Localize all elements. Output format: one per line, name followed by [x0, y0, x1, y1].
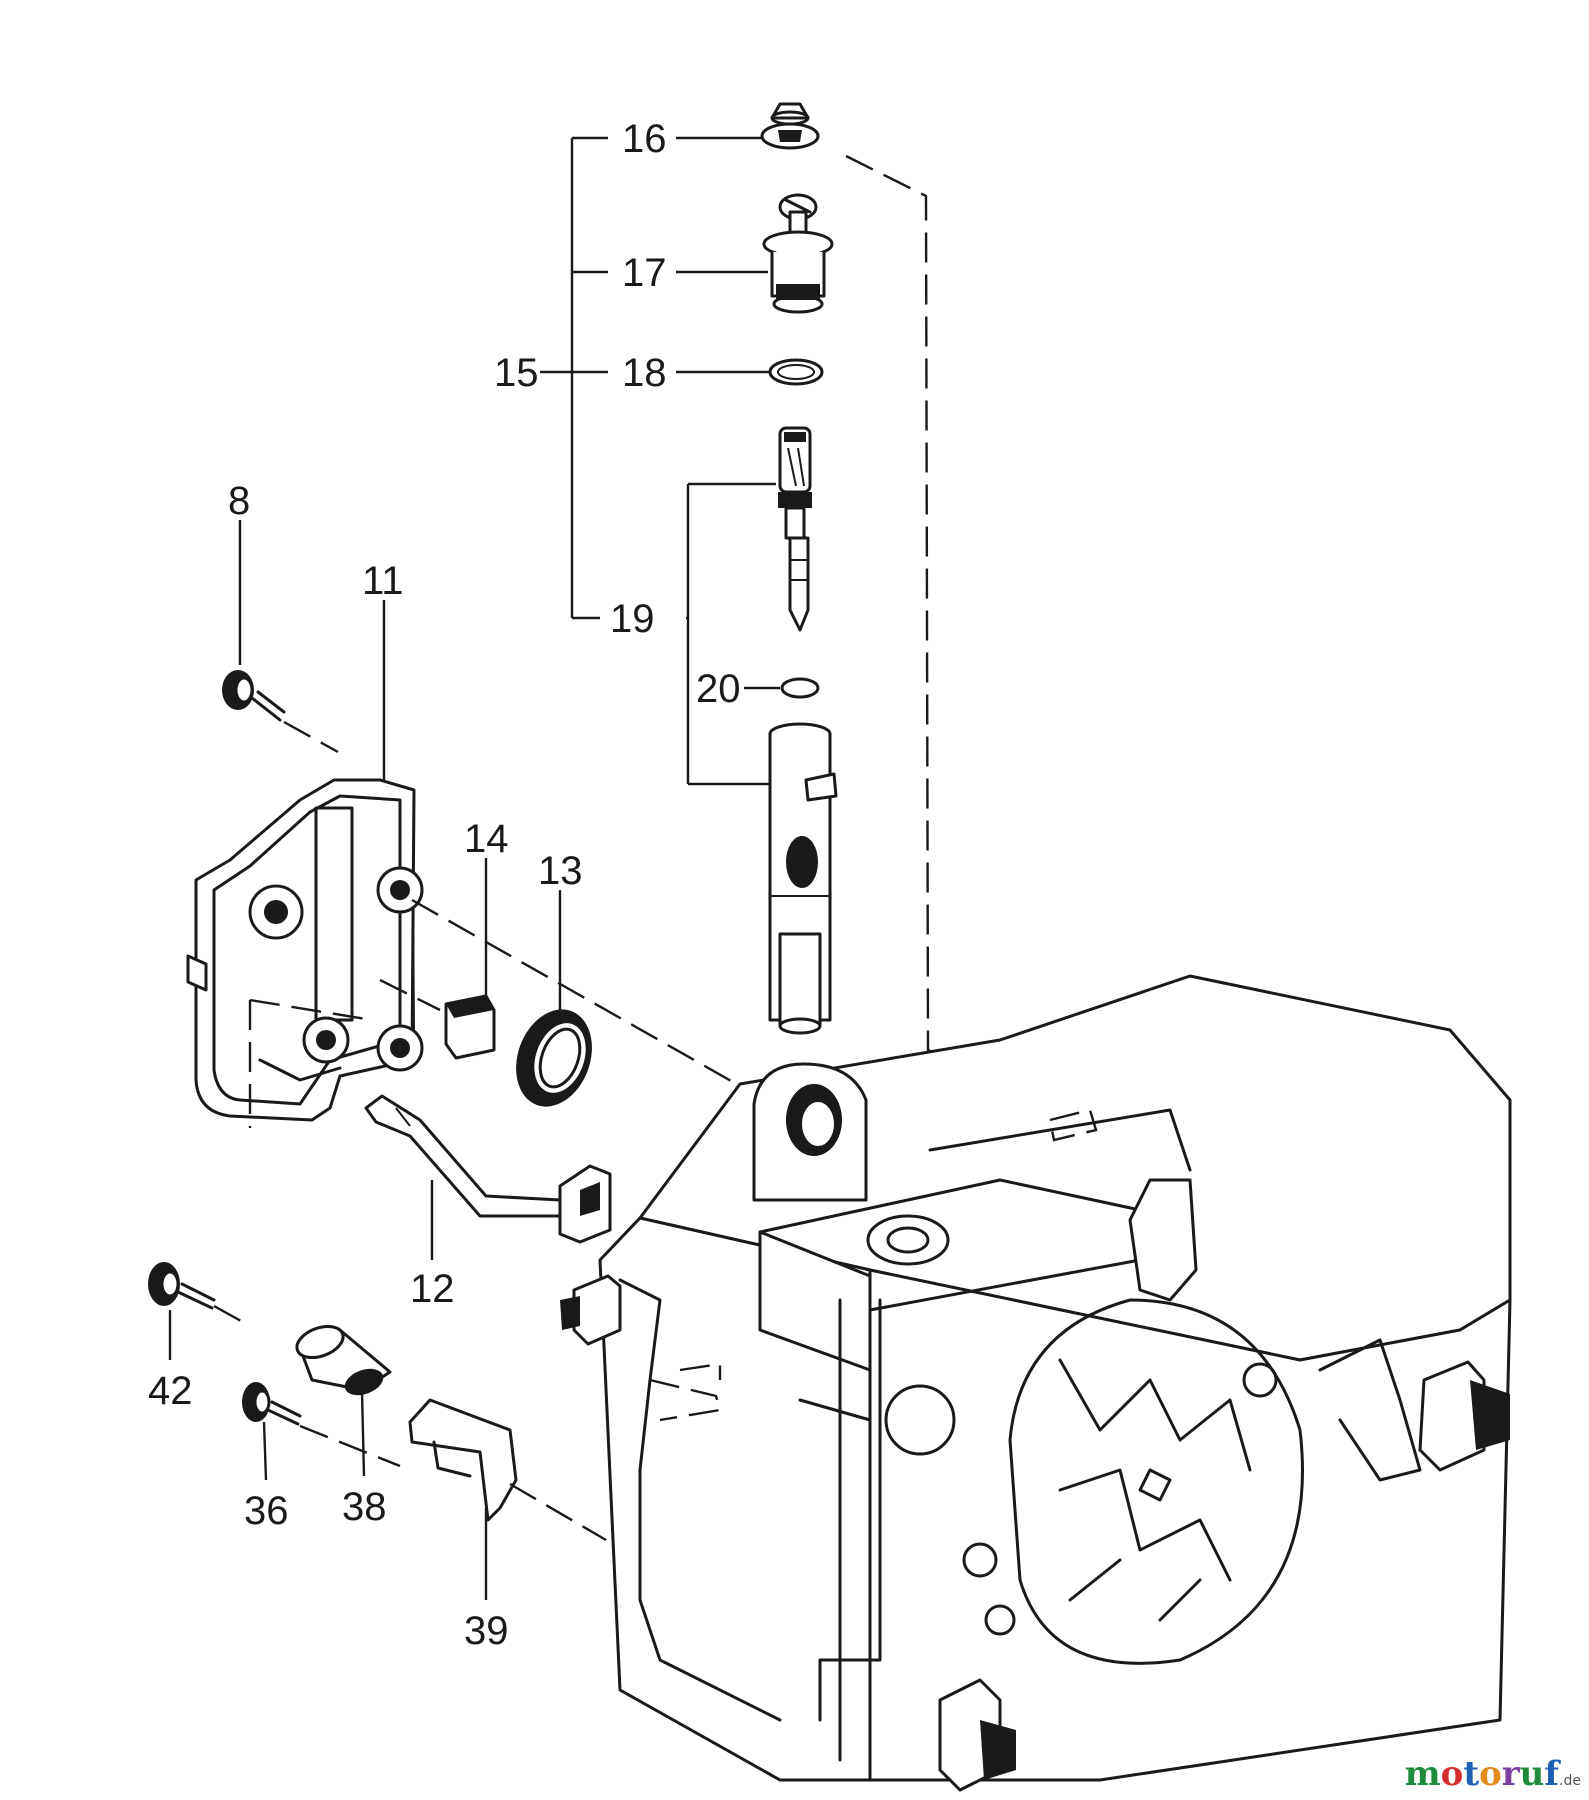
label-36: 36 [244, 1489, 289, 1533]
part-38-sleeve [295, 1324, 392, 1477]
part-20-small-o-ring [744, 677, 820, 699]
wm-de: .de [1559, 1773, 1581, 1789]
label-42: 42 [148, 1369, 193, 1413]
part-8-bolt [222, 520, 339, 754]
part-42-bolt [148, 1262, 251, 1360]
label-15: 15 [494, 351, 539, 395]
motoruf-watermark-logo: motoruf.de [1405, 1754, 1581, 1794]
part-labels: 16 17 15 18 19 20 8 11 14 13 12 42 36 38… [148, 117, 741, 1653]
gear-case-housing [560, 154, 1512, 1792]
part-13-seal [516, 890, 592, 1107]
wm-t: t [1463, 1754, 1480, 1794]
part-36-bolt [242, 1382, 401, 1481]
label-14: 14 [464, 817, 509, 861]
label-11: 11 [362, 559, 404, 603]
label-13: 13 [538, 849, 583, 893]
part-12-pipe [364, 1094, 612, 1260]
wm-m: m [1404, 1754, 1441, 1794]
wm-r: r [1501, 1754, 1520, 1794]
bracket-15 [540, 136, 608, 620]
part-39-bracket [408, 1398, 607, 1600]
wm-o1: o [1440, 1754, 1464, 1794]
label-16: 16 [622, 117, 667, 161]
wm-f: f [1544, 1754, 1560, 1794]
label-18: 18 [622, 351, 667, 395]
part-19-nozzle-stem [686, 426, 812, 786]
label-20: 20 [696, 667, 741, 711]
label-19: 19 [610, 597, 655, 641]
label-38: 38 [342, 1485, 387, 1529]
label-39: 39 [464, 1609, 509, 1653]
label-12: 12 [410, 1267, 455, 1311]
wm-u: u [1519, 1754, 1545, 1794]
part-11-cover [186, 600, 424, 1128]
label-8: 8 [228, 479, 250, 523]
nozzle-holder [768, 722, 838, 1035]
part-14-block [444, 858, 496, 1060]
part-17-valve-screw [676, 193, 834, 314]
part-16-cap-nut [676, 102, 820, 150]
part-18-o-ring [676, 358, 824, 386]
label-17: 17 [622, 251, 667, 295]
wm-o2: o [1479, 1754, 1502, 1794]
